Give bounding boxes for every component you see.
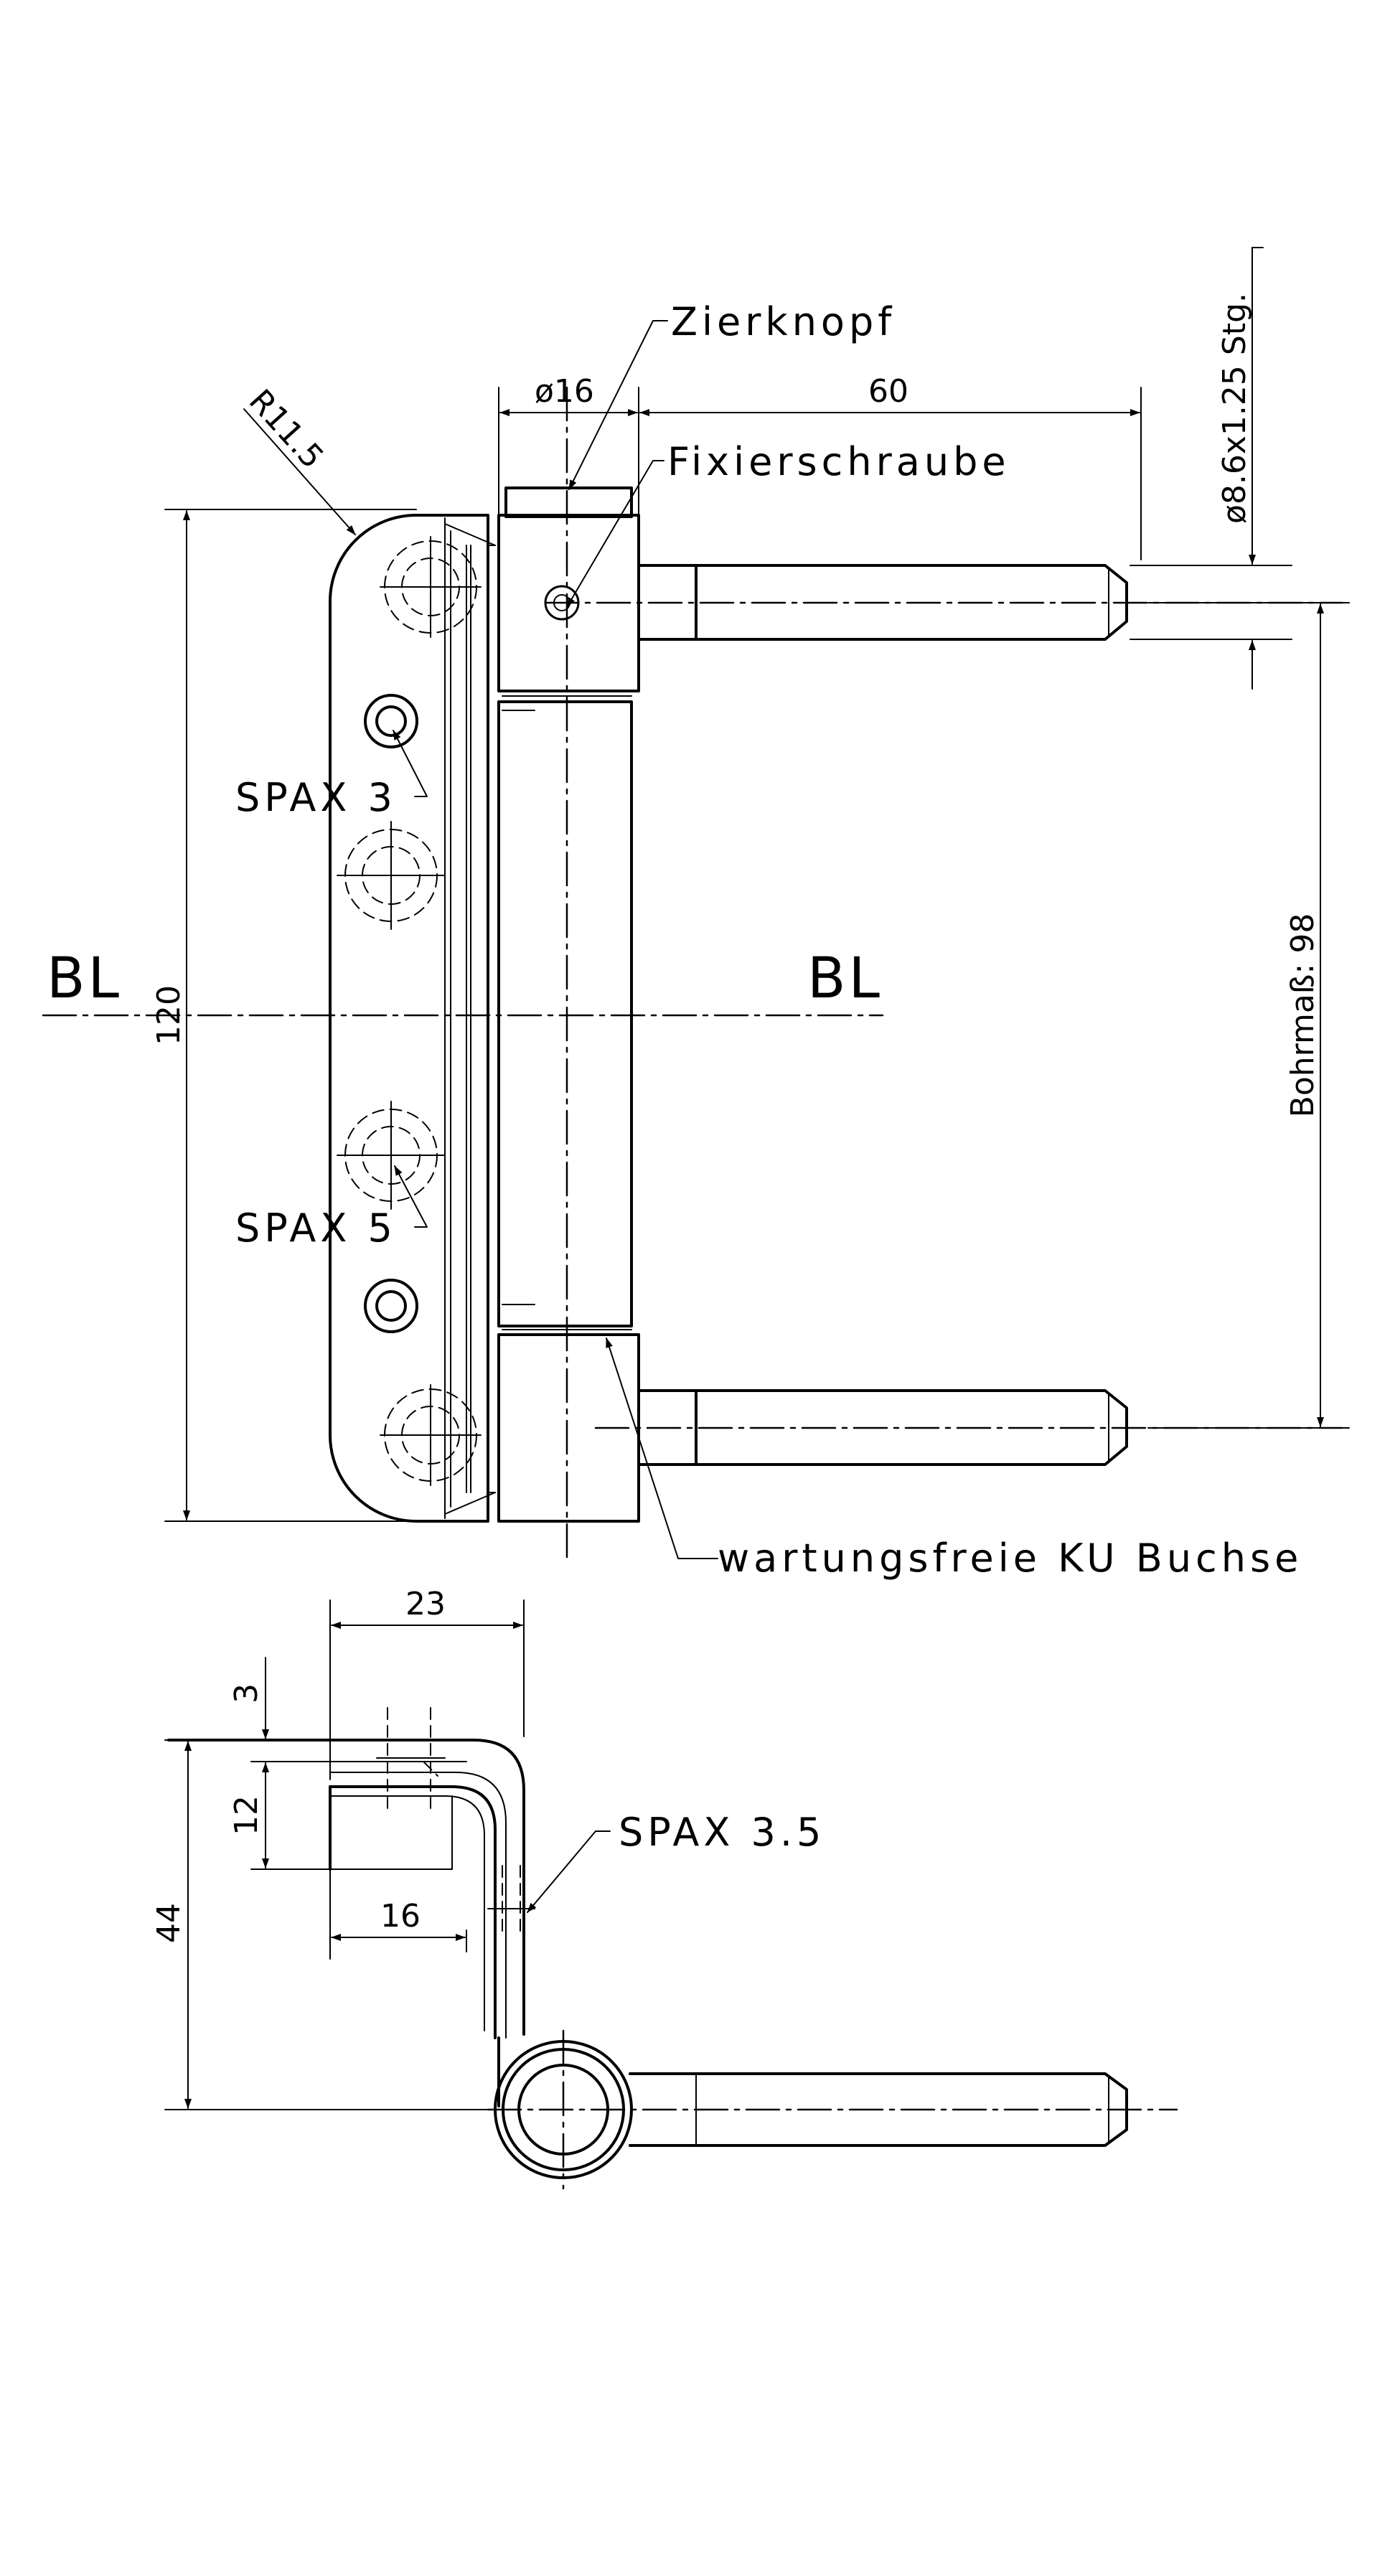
dim-12: 12: [228, 1762, 331, 1870]
screw-hole-top: [380, 536, 482, 638]
dim-thread-value: ø8.6x1.25 Stg.: [1216, 293, 1253, 524]
screw-hole-bottom: [380, 1384, 482, 1486]
barrel-section: [487, 2029, 1178, 2190]
label-fixierschraube: Fixierschraube: [667, 439, 1010, 484]
label-zierknopf: Zierknopf: [671, 299, 896, 344]
dim-3: 3: [164, 1657, 467, 1762]
dim-thread: ø8.6x1.25 Stg.: [1130, 247, 1292, 690]
label-buchse: wartungsfreie KU Buchse: [718, 1536, 1302, 1581]
dim-height-120: 120: [151, 509, 417, 1522]
bl-label-left: BL: [47, 946, 122, 1011]
dim-3-value: 3: [228, 1683, 265, 1703]
leader-spax3: SPAX 3: [235, 730, 428, 820]
label-spax3: SPAX 3: [235, 775, 397, 820]
front-view: BL BL 120 R11.5 ø16 60: [42, 247, 1350, 1581]
dim-23-value: 23: [405, 1586, 446, 1622]
angled-leaf: [167, 1739, 525, 2107]
hinge-barrel: [497, 386, 640, 1559]
dim-radius: R11.5: [242, 382, 356, 535]
dim-radius-value: R11.5: [242, 382, 331, 476]
dim-bohrmass-value: Bohrmaß: 98: [1285, 913, 1321, 1118]
top-view-pin: [629, 2072, 1128, 2147]
top-view: 23 3 12 16 44: [151, 1586, 1178, 2190]
dim-16-value: 16: [380, 1898, 421, 1935]
spax3-hole-lower: [364, 1279, 418, 1333]
dim-44-value: 44: [151, 1903, 187, 1943]
leader-spax5: SPAX 5: [235, 1165, 428, 1251]
spax5-hole-lower: [337, 1101, 446, 1210]
dim-length-60: 60: [639, 373, 1142, 560]
dim-length-value: 60: [868, 373, 908, 410]
leader-buchse: wartungsfreie KU Buchse: [606, 1338, 1302, 1581]
dim-120-value: 120: [151, 985, 187, 1045]
dim-diameter: ø16: [498, 373, 639, 514]
frame-leaf: [329, 514, 496, 1523]
dim-16: 16: [329, 1868, 467, 1960]
leader-spax35: SPAX 3.5: [527, 1810, 825, 1913]
leader-fixierschraube: Fixierschraube: [566, 439, 1010, 608]
dim-44: 44: [151, 1741, 496, 2110]
label-spax35: SPAX 3.5: [619, 1810, 825, 1855]
spax5-hole-upper: [337, 821, 446, 930]
dim-diameter-value: ø16: [535, 373, 594, 410]
label-spax5: SPAX 5: [235, 1205, 397, 1251]
dim-12-value: 12: [228, 1795, 265, 1835]
spax3-hole-upper: [364, 694, 418, 748]
bl-label-right: BL: [807, 946, 883, 1011]
dim-width-23: 23: [329, 1586, 525, 1780]
top-screw-hole: [376, 1707, 446, 1809]
side-screw-hole: [487, 1865, 535, 1938]
leader-zierknopf: Zierknopf: [568, 299, 896, 490]
dim-bohrmass: Bohrmaß: 98: [1147, 602, 1350, 1429]
